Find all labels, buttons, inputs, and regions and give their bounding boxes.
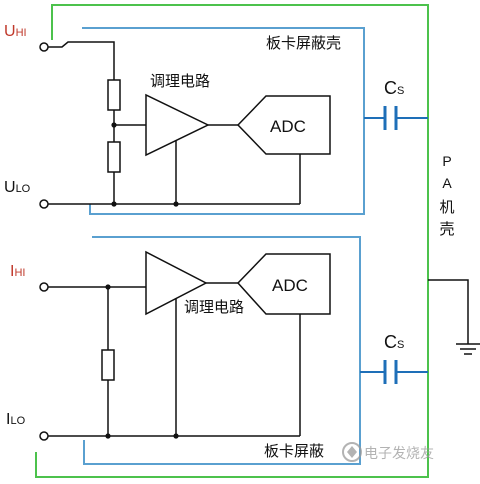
ihi-label: IHI xyxy=(10,263,25,280)
chassis-label-char-2: A xyxy=(442,175,452,191)
uhi-terminal xyxy=(39,42,49,52)
bottom-capacitor-label: CS xyxy=(384,332,404,352)
ilo-terminal xyxy=(39,431,49,441)
bottom-conditioning-label: 调理电路 xyxy=(184,298,244,316)
top-shield-outline xyxy=(82,27,365,215)
top-adc-label: ADC xyxy=(270,117,306,136)
top-resistor-upper xyxy=(107,79,121,111)
ulo-terminal xyxy=(39,199,49,209)
chassis-ground-wire xyxy=(428,279,469,344)
ulo-label: ULO xyxy=(4,179,31,196)
bottom-adc-block xyxy=(236,253,331,315)
bottom-adc-label: ADC xyxy=(272,276,308,295)
bottom-resistor-shunt xyxy=(101,349,115,381)
watermark-logo-icon xyxy=(342,442,362,462)
chassis-label-char-1: P xyxy=(442,153,451,169)
top-capacitor-label: CS xyxy=(384,78,404,98)
bottom-shield-outline xyxy=(83,236,361,465)
top-conditioning-label: 调理电路 xyxy=(150,72,210,90)
top-amplifier xyxy=(145,93,210,157)
uhi-wire xyxy=(48,41,115,80)
uhi-label: UHI xyxy=(4,23,27,40)
bottom-shield-label: 板卡屏蔽 xyxy=(264,442,324,460)
ihi-terminal xyxy=(39,282,49,292)
watermark: 电子发烧友 xyxy=(342,442,434,462)
chassis-label-char-4: 壳 xyxy=(439,220,454,238)
top-resistor-lower xyxy=(107,141,121,173)
top-shield-label: 板卡屏蔽壳 xyxy=(266,34,341,52)
chassis-label-char-3: 机 xyxy=(439,198,454,216)
top-junction-tap xyxy=(111,122,117,128)
top-adc-block xyxy=(236,95,331,155)
outer-chassis-outline xyxy=(35,4,429,478)
ilo-label: ILO xyxy=(6,411,26,428)
watermark-text: 电子发烧友 xyxy=(364,446,434,462)
